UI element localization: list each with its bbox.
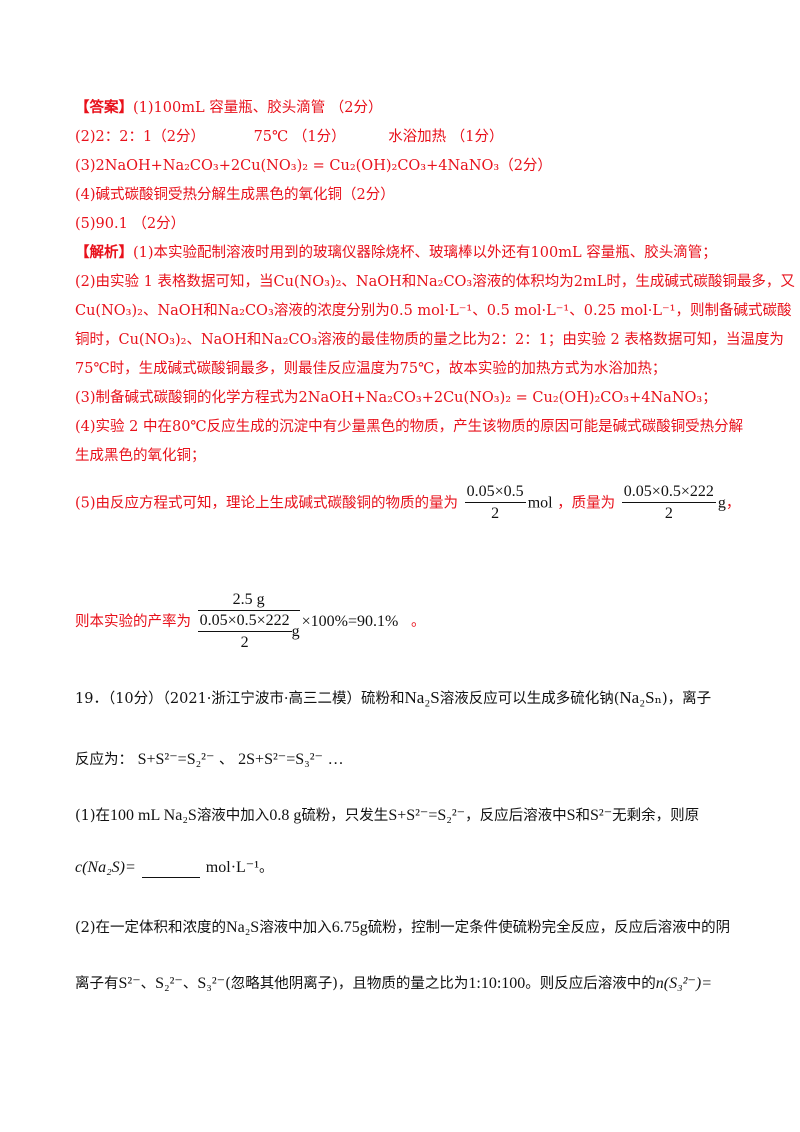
q19-2e: (忽略其他阴离子)，且物质的量之比为 <box>225 976 469 992</box>
q19-2-ratio: 1:10:100 <box>468 975 526 992</box>
fraction-yield-inner-denominator: 2 <box>240 634 249 651</box>
q19-1e: 和 <box>575 808 591 824</box>
analysis-p5: (5)由反应方程式可知，理论上生成碱式碳酸铜的物质的量为 0.05×0.5 2 … <box>75 482 740 525</box>
fraction-mass: 0.05×0.5×222 2 <box>621 482 716 525</box>
q19-na2s: Na₂S <box>404 688 440 707</box>
q19-2d: 离子有 <box>75 976 119 992</box>
yield-result: ×100%=90.1% <box>301 613 399 630</box>
analysis-p2-line-3: 铜时，Cu(NO₃)₂、NaOH和Na₂CO₃溶液的最佳物质的量之比为2：2：1… <box>75 332 784 348</box>
analysis-tag: 【解析】 <box>75 244 133 261</box>
fraction-yield-numerator: 2.5 g <box>197 590 300 611</box>
q19-sep: 、 <box>219 752 234 768</box>
answer-line-2: (2)2：2：1（2分） 75℃ （1分） 水浴加热 （1分） <box>75 127 504 147</box>
q19-head: 19．（10分）（2021·浙江宁波市·高三二模）硫粉和 <box>75 691 405 707</box>
analysis-p5-text: (5)由反应方程式可知，理论上生成碱式碳酸铜的物质的量为 <box>75 495 459 512</box>
q19-1a: (1)在 <box>75 808 111 824</box>
answer-2-temp: 75℃ （1分） <box>253 129 346 145</box>
q19-2-sep1: 、 <box>140 976 156 992</box>
fraction-moles-denominator: 2 <box>491 505 500 522</box>
question-19-part-2-line-1: (2)在一定体积和浓度的Na₂S溶液中加入6.75g硫粉，控制一定条件使硫粉完全… <box>75 918 730 938</box>
fraction-yield: 2.5 g 0.05×0.5×222 2 g <box>197 590 300 654</box>
fraction-moles: 0.05×0.5 2 <box>464 482 526 525</box>
answer-line-1: 【答案】(1)100mL 容量瓶、胶头滴管 （2分） <box>75 98 383 118</box>
q19-2-na2s: Na₂S <box>226 919 260 936</box>
q19-2-sep2: 、 <box>182 976 198 992</box>
q19-na2sn: Na₂Sₙ <box>619 688 662 707</box>
question-19-reactions: 反应为： S+S²⁻=S₂²⁻ 、 2S+S²⁻=S₃²⁻ … <box>75 750 344 770</box>
q19-1-conc: 100 mL Na₂S <box>110 807 197 824</box>
analysis-p1: (1)本实验配制溶液时用到的玻璃仪器除烧杯、玻璃棒以外还有100mL 容量瓶、胶… <box>133 245 717 261</box>
fraction-mass-numerator: 0.05×0.5×222 <box>621 482 716 503</box>
q19-2-mass: 6.75g <box>331 919 368 936</box>
analysis-p6-text: 则本实验的产率为 <box>75 614 191 630</box>
q19-1-s: S <box>566 807 576 824</box>
question-19-part-1-answer: c(Na₂S)= mol·L⁻¹。 <box>75 858 274 878</box>
unit-mol: mol <box>527 494 553 512</box>
q19-1f: 无剩余，则原 <box>612 808 700 824</box>
q19-1-unit: mol·L⁻¹ <box>205 859 260 876</box>
analysis-p6: 则本实验的产率为 2.5 g 0.05×0.5×222 2 g ×100%=90… <box>75 590 425 654</box>
q19-1-eq: S+S²⁻=S₂²⁻ <box>388 807 466 824</box>
question-19-header: 19．（10分）（2021·浙江宁波市·高三二模）硫粉和Na₂S溶液反应可以生成… <box>75 688 711 709</box>
answer-blank-1[interactable] <box>141 861 200 878</box>
q19-1c: 硫粉，只发生 <box>301 808 389 824</box>
q19-eq1: S+S²⁻=S₂²⁻ <box>137 751 215 768</box>
analysis-p4-line-1: (4)实验 2 中在80℃反应生成的沉淀中有少量黑色的物质，产生该物质的原因可能… <box>75 419 744 435</box>
q19-2c: 硫粉，控制一定条件使硫粉完全反应，反应后溶液中的阴 <box>367 920 731 936</box>
unit-g: g <box>717 494 726 512</box>
analysis-p5-mid: ，质量为 <box>557 495 616 512</box>
fraction-moles-numerator: 0.05×0.5 <box>464 482 526 503</box>
fraction-yield-inner-numerator: 0.05×0.5×222 <box>197 611 292 632</box>
analysis-p2-line-2: Cu(NO₃)₂、NaOH和Na₂CO₃溶液的浓度分别为0.5 mol·L⁻¹、… <box>75 303 792 319</box>
q19-1-formula: c(Na₂S)= <box>75 859 136 876</box>
q19-head2: 溶液反应可以生成多硫化钠( <box>439 691 620 707</box>
q19-1-s2: S²⁻ <box>590 807 613 824</box>
q19-2-n: n(S₃²⁻)= <box>655 975 713 992</box>
q19-ellipsis: … <box>327 751 344 768</box>
q19-head3: )，离子 <box>661 691 712 707</box>
analysis-p4-line-2: 生成黑色的氧化铜； <box>75 448 206 464</box>
q19-1-end: 。 <box>259 860 274 876</box>
q19-1b: 溶液中加入 <box>196 808 270 824</box>
question-19-part-2-line-2: 离子有S²⁻、S₂²⁻、S₃²⁻(忽略其他阴离子)，且物质的量之比为1:10:1… <box>75 974 712 994</box>
fraction-yield-inner: 0.05×0.5×222 2 <box>197 611 292 654</box>
analysis-p2-line-1: (2)由实验 1 表格数据可知，当Cu(NO₃)₂、NaOH和Na₂CO₃溶液的… <box>75 274 795 290</box>
analysis-line-1: 【解析】(1)本实验配制溶液时用到的玻璃仪器除烧杯、玻璃棒以外还有100mL 容… <box>75 243 717 263</box>
answer-3: (3)2NaOH+Na₂CO₃+2Cu(NO₃)₂ = Cu₂(OH)₂CO₃+… <box>75 158 552 174</box>
analysis-p6-end: 。 <box>410 614 426 630</box>
q19-2f: 。则反应后溶液中的 <box>525 976 656 992</box>
analysis-p2-line-4: 75℃时，生成碱式碳酸铜最多，则最佳反应温度为75℃，故本实验的加热方式为水浴加… <box>75 361 667 377</box>
answer-tag: 【答案】 <box>75 99 133 116</box>
answer-1: (1)100mL 容量瓶、胶头滴管 （2分） <box>133 100 383 116</box>
q19-react-label: 反应为： <box>75 752 133 768</box>
q19-2-ion1: S²⁻ <box>118 975 141 992</box>
question-19-part-1: (1)在100 mL Na₂S溶液中加入0.8 g硫粉，只发生S+S²⁻=S₂²… <box>75 806 699 826</box>
fraction-mass-denominator: 2 <box>664 505 673 522</box>
analysis-p5-end: ， <box>725 495 741 512</box>
answer-4: (4)碱式碳酸铜受热分解生成黑色的氧化铜（2分） <box>75 187 395 203</box>
q19-2-ion3: S₃²⁻ <box>197 975 226 992</box>
answer-5: (5)90.1 （2分） <box>75 216 186 232</box>
answer-2-method: 水浴加热 （1分） <box>388 129 504 145</box>
q19-2-ion2: S₂²⁻ <box>155 975 183 992</box>
q19-1-mass: 0.8 g <box>269 807 302 824</box>
q19-2b: 溶液中加入 <box>259 920 332 936</box>
q19-2a: (2)在一定体积和浓度的 <box>75 920 227 936</box>
answer-2-ratio: (2)2：2：1（2分） <box>75 129 205 145</box>
fraction-yield-denominator: 0.05×0.5×222 2 g <box>197 611 300 654</box>
analysis-p3: (3)制备碱式碳酸铜的化学方程式为2NaOH+Na₂CO₃+2Cu(NO₃)₂ … <box>75 390 717 406</box>
q19-1d: ，反应后溶液中 <box>465 808 567 824</box>
unit-g-yield: g <box>291 623 300 641</box>
q19-eq2: 2S+S²⁻=S₃²⁻ <box>238 751 323 768</box>
